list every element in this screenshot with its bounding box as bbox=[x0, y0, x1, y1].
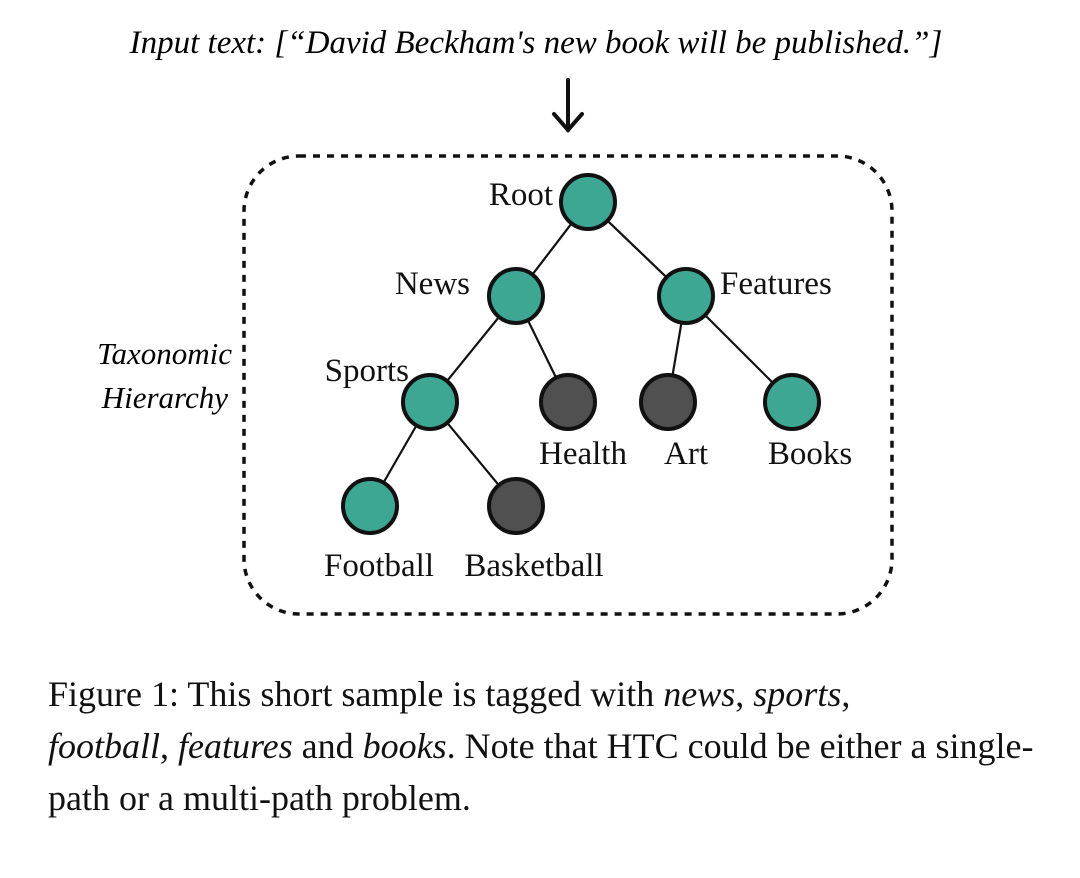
caption-tag-sports: sports bbox=[753, 674, 842, 714]
node-label-news: News bbox=[395, 266, 470, 302]
node-label-features: Features bbox=[720, 266, 832, 302]
caption-tag-news: news bbox=[663, 674, 736, 714]
node-art bbox=[639, 373, 697, 431]
caption-text: . Note that HTC could be either a single… bbox=[48, 726, 1034, 818]
node-features bbox=[657, 267, 715, 325]
node-news bbox=[487, 267, 545, 325]
caption-tag-books: books bbox=[362, 726, 447, 766]
node-label-basketball: Basketball bbox=[464, 548, 603, 584]
caption-tag-football: football bbox=[48, 726, 161, 766]
caption-separator: , bbox=[160, 726, 179, 766]
edge-news-sports bbox=[446, 316, 500, 382]
edge-sports-basketball bbox=[446, 422, 500, 486]
figure-caption: Figure 1: This short sample is tagged wi… bbox=[48, 668, 1038, 824]
node-health bbox=[539, 373, 597, 431]
node-label-books: Books bbox=[768, 436, 852, 472]
node-label-health: Health bbox=[539, 436, 627, 472]
node-label-art: Art bbox=[664, 436, 708, 472]
side-label-line1: Taxonomic bbox=[97, 336, 232, 371]
caption-tag-features: features bbox=[178, 726, 293, 766]
edge-features-art bbox=[671, 322, 683, 376]
node-sports bbox=[401, 373, 459, 431]
tree-edges bbox=[382, 219, 774, 486]
edge-features-books bbox=[704, 314, 774, 384]
node-label-root: Root bbox=[489, 177, 553, 213]
edge-news-health bbox=[526, 319, 558, 379]
edge-root-news bbox=[531, 222, 573, 276]
hierarchy-boundary bbox=[242, 154, 894, 616]
edge-root-features bbox=[606, 219, 668, 279]
caption-separator: , bbox=[735, 674, 754, 714]
node-basketball bbox=[487, 477, 545, 535]
caption-text: and bbox=[292, 726, 363, 766]
side-label-line2: Hierarchy bbox=[101, 380, 228, 415]
node-label-football: Football bbox=[324, 548, 434, 584]
input-text: Input text: [“David Beckham's new book w… bbox=[129, 25, 943, 61]
node-label-sports: Sports bbox=[325, 353, 409, 389]
caption-text: Figure 1: This short sample is tagged wi… bbox=[48, 674, 664, 714]
caption-separator: , bbox=[841, 674, 851, 714]
edge-sports-football bbox=[382, 424, 418, 484]
node-books bbox=[763, 373, 821, 431]
node-root bbox=[559, 173, 617, 231]
node-football bbox=[341, 477, 399, 535]
down-arrow-icon bbox=[552, 78, 584, 134]
